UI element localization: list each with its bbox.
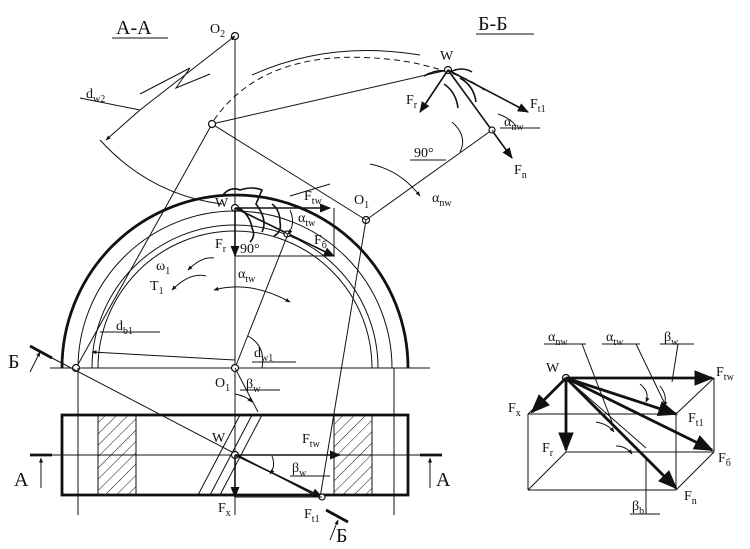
bw-box-label: βw <box>664 330 679 348</box>
w-bottom-label: W <box>212 431 226 446</box>
section-bb-title: Б-Б <box>478 13 508 35</box>
fn-box-arrow <box>565 377 678 490</box>
anw-box-label: αnw <box>548 330 568 348</box>
t1-label: T1 <box>150 279 164 297</box>
fr-bb-arrow <box>419 69 449 113</box>
force-box-view: W Ftw Fx Fr Ft1 Fб Fn αnw αtw βw βb <box>508 330 735 517</box>
t1-arrow <box>171 274 207 291</box>
dw2-label: dw2 <box>86 87 105 105</box>
break-zigzag <box>139 67 211 95</box>
cut-mark-b-bottom <box>325 508 349 524</box>
fx-box-label: Fx <box>508 401 521 419</box>
ft1-box-label: Ft1 <box>688 411 704 429</box>
ft1-bb-label: Ft1 <box>530 97 546 115</box>
omega1-label: ω1 <box>156 259 170 277</box>
bb-box-label: βb <box>632 499 644 517</box>
o2-label: O2 <box>210 22 225 40</box>
ft1-bottom-arrow <box>234 454 324 498</box>
ft1-bb-arrow <box>447 69 529 113</box>
fx-box-arrow <box>530 377 567 414</box>
section-aa-title: А-А <box>116 17 152 39</box>
fb-top-label: Fб <box>314 233 327 251</box>
dw1-label: dw1 <box>254 346 273 364</box>
b-left-label: Б <box>8 351 19 373</box>
pinion-tip-arc <box>60 193 410 369</box>
fn-box-label: Fn <box>684 489 697 507</box>
fn-bb-label: Fn <box>514 163 527 181</box>
section-bb-view: Б-Б W Fr Ft1 Fn αnw 90° αnw <box>369 13 546 209</box>
wheel-outer-arc <box>251 50 421 76</box>
db1-label: db1 <box>116 319 133 337</box>
anw-bb2-label: αnw <box>432 191 452 209</box>
angle90-bb-label: 90° <box>414 146 434 161</box>
db1-dimension <box>91 350 236 361</box>
atw-mid-label: αtw <box>238 267 256 285</box>
o1-section-label: O1 <box>354 193 369 211</box>
ftw-box-label: Ftw <box>716 365 735 383</box>
a-right-label: А <box>436 469 451 491</box>
fb-box-label: Fб <box>718 451 731 469</box>
w-box-label: W <box>546 361 560 376</box>
cut-mark-b-left <box>29 344 53 360</box>
tooth-profile <box>221 187 265 233</box>
o1-center-label: O1 <box>215 376 230 394</box>
bw-bottom-label: βw <box>292 461 307 479</box>
fr-box-label: Fr <box>542 441 554 459</box>
ftw-top-label: Ftw <box>304 189 323 207</box>
fr-top-label: Fr <box>215 237 227 255</box>
atw-top-label: αtw <box>298 211 316 229</box>
dw2-leader <box>79 97 141 111</box>
fb-box-arrow <box>565 376 714 452</box>
wheel-dashed-arc <box>213 56 487 121</box>
omega1-arrow <box>187 257 215 271</box>
bw-mid-label: βw <box>246 377 261 395</box>
atw-box-label: αtw <box>606 330 624 348</box>
ft1-box-arrow <box>565 376 678 416</box>
w-bb-label: W <box>440 49 454 64</box>
plan-view: W Ftw Ft1 Fx βw А А Б <box>14 368 451 547</box>
section-aa-view: А-А O2 dw2 O1 <box>8 17 493 515</box>
a-left-label: А <box>14 469 29 491</box>
angle90-top-label: 90° <box>240 242 260 257</box>
b-bottom-label: Б <box>336 525 347 547</box>
ftw-bottom-label: Ftw <box>302 432 321 450</box>
w-top-label: W <box>215 196 229 211</box>
fx-bottom-label: Fx <box>218 501 231 519</box>
anw-bb-label: αnw <box>504 115 524 133</box>
wheel-pitch-arc <box>99 139 223 205</box>
ft1-bottom-label: Ft1 <box>304 507 320 525</box>
fr-bb-label: Fr <box>406 93 418 111</box>
